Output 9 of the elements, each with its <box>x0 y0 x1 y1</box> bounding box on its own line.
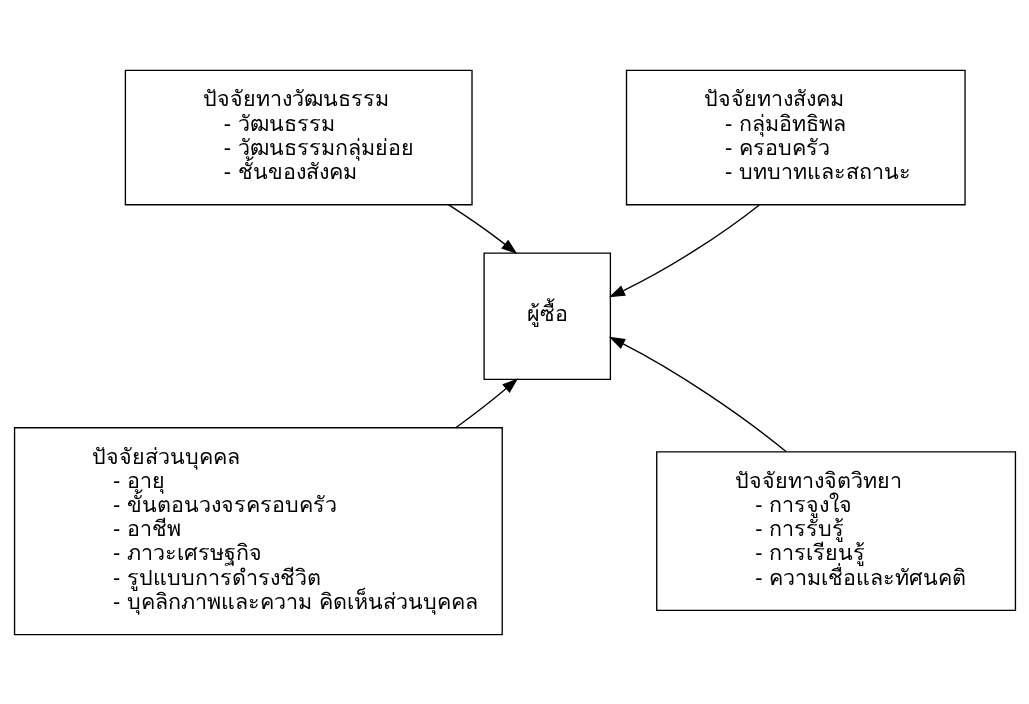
arrow <box>454 377 518 428</box>
node-box: ผู้ซื้อ <box>482 251 611 380</box>
node-box: ปัจจัยทางวัฒนธรรม - วัฒนธรรม - วัฒนธรรมกลุ่มย่อย - ชั้นของสังคม <box>124 69 473 205</box>
node-box: ปัจจัยทางสังคม - กลุ่มอิทธิพล - ครอบครัว - บทบาทและสถานะ <box>625 69 966 205</box>
node-box: ปัจจัยทางจิตวิทยา - การจูงใจ - การรับรู้ - การเรียนรู้ - ความเชื่อและทัศนคติ <box>655 450 1016 611</box>
arrow <box>608 203 760 297</box>
arrow <box>447 203 517 254</box>
node-box: ปัจจัยส่วนบุคคล - อายุ - ขั้นตอนวงจรครอบครัว - อาชีพ - ภาวะเศรษฐกิจ - รูปแบบการดำรงชีวิต - บุคลิกภาพและความ คิดเห็นส่วนบุคคล <box>13 426 503 635</box>
arrow <box>608 336 787 452</box>
